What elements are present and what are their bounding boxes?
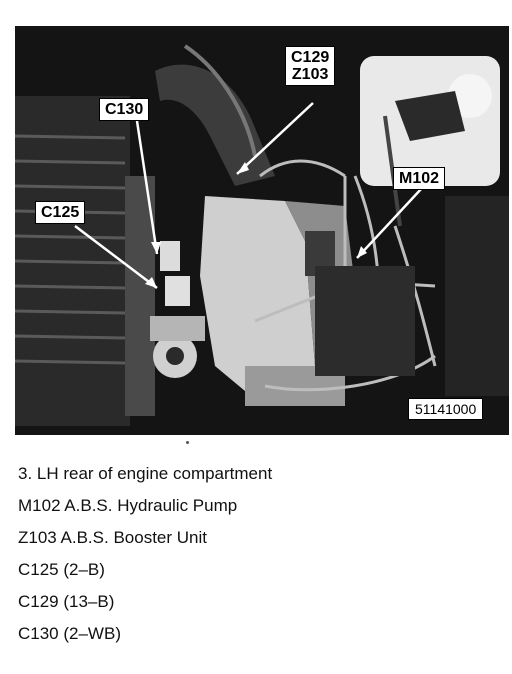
leader-line-c130 bbox=[135, 120, 159, 255]
figure-caption: 3. LH rear of engine compartment M102 A.… bbox=[18, 458, 498, 650]
caption-line-z103: Z103 A.B.S. Booster Unit bbox=[18, 528, 207, 547]
caption-title: 3. LH rear of engine compartment bbox=[18, 464, 273, 483]
callout-z103-text: Z103 bbox=[291, 66, 329, 83]
engine-compartment-photo: C129 Z103 C130 C125 M102 51141000 bbox=[15, 26, 509, 435]
leader-line-c129-z103 bbox=[236, 102, 314, 175]
callout-c125: C125 bbox=[35, 201, 86, 224]
leader-line-m102 bbox=[356, 187, 423, 259]
caption-line-c129: C129 (13–B) bbox=[18, 592, 115, 611]
callout-c129-z103: C129 Z103 bbox=[285, 46, 336, 86]
figure-number: 51141000 bbox=[408, 398, 484, 420]
callout-c125-text: C125 bbox=[41, 204, 80, 221]
callout-c130-text: C130 bbox=[105, 101, 144, 118]
figure-number-text: 51141000 bbox=[415, 401, 477, 417]
callout-c130: C130 bbox=[99, 98, 150, 121]
caption-line-m102: M102 A.B.S. Hydraulic Pump bbox=[18, 496, 238, 515]
caption-line-c125: C125 (2–B) bbox=[18, 560, 105, 579]
decorative-dot bbox=[186, 441, 189, 444]
leader-line-c125 bbox=[74, 225, 158, 289]
caption-line-c130: C130 (2–WB) bbox=[18, 624, 121, 643]
callout-m102: M102 bbox=[393, 167, 446, 190]
callout-c129-text: C129 bbox=[291, 49, 330, 66]
callout-m102-text: M102 bbox=[399, 170, 440, 187]
engine-photo-drawing bbox=[15, 44, 509, 426]
